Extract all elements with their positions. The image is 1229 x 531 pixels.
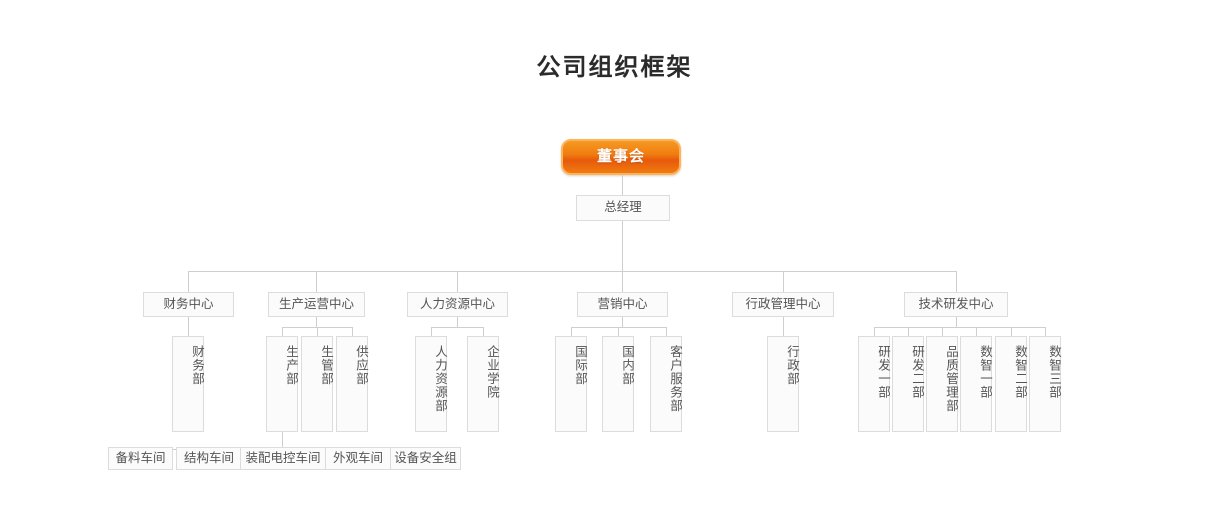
connector-hr-bus bbox=[431, 327, 484, 328]
node-dept-supply[interactable]: 供应部 bbox=[336, 336, 368, 432]
connector-production-down bbox=[316, 317, 317, 327]
connector-bus-to-center-5 bbox=[956, 271, 957, 292]
connector-gm-trunk bbox=[622, 221, 623, 271]
connector-production-dept-down bbox=[282, 432, 283, 449]
connector-bus-to-center-2 bbox=[457, 271, 458, 292]
connector-center-bus bbox=[188, 271, 956, 272]
node-center-admin[interactable]: 行政管理中心 bbox=[732, 292, 834, 317]
node-center-finance[interactable]: 财务中心 bbox=[143, 292, 234, 317]
connector-rd-to-dept-2 bbox=[942, 327, 943, 336]
connector-bus-to-center-3 bbox=[622, 271, 623, 292]
node-center-marketing[interactable]: 营销中心 bbox=[577, 292, 668, 317]
connector-rd-to-dept-4 bbox=[1011, 327, 1012, 336]
connector-hr-to-dept-0 bbox=[431, 327, 432, 336]
connector-rd-down bbox=[956, 317, 957, 327]
node-workshop-safety[interactable]: 设备安全组 bbox=[390, 447, 461, 470]
node-dept-customer-service[interactable]: 客户服务部 bbox=[650, 336, 682, 432]
node-dept-hr[interactable]: 人力资源部 bbox=[415, 336, 447, 432]
node-dept-domestic[interactable]: 国内部 bbox=[602, 336, 634, 432]
connector-marketing-to-dept-2 bbox=[666, 327, 667, 336]
connector-finance-down bbox=[188, 317, 189, 336]
node-center-hr[interactable]: 人力资源中心 bbox=[407, 292, 508, 317]
node-dept-finance[interactable]: 财务部 bbox=[172, 336, 204, 432]
node-dept-digital-1[interactable]: 数智一部 bbox=[960, 336, 992, 432]
node-dept-international[interactable]: 国际部 bbox=[555, 336, 587, 432]
node-dept-production[interactable]: 生产部 bbox=[266, 336, 298, 432]
node-dept-quality[interactable]: 品质管理部 bbox=[926, 336, 958, 432]
node-general-manager[interactable]: 总经理 bbox=[576, 195, 670, 221]
connector-production-to-dept-1 bbox=[317, 327, 318, 336]
node-dept-digital-3[interactable]: 数智三部 bbox=[1029, 336, 1061, 432]
node-workshop-assembly[interactable]: 装配电控车间 bbox=[240, 447, 326, 470]
node-dept-admin[interactable]: 行政部 bbox=[767, 336, 799, 432]
connector-marketing-to-dept-0 bbox=[571, 327, 572, 336]
connector-admin-down bbox=[783, 317, 784, 336]
connector-marketing-bus bbox=[571, 327, 667, 328]
node-center-rd[interactable]: 技术研发中心 bbox=[904, 292, 1008, 317]
node-dept-rd-1[interactable]: 研发一部 bbox=[858, 336, 890, 432]
node-workshop-structure[interactable]: 结构车间 bbox=[176, 447, 242, 470]
connector-bus-to-center-0 bbox=[188, 271, 189, 292]
node-workshop-appearance[interactable]: 外观车间 bbox=[325, 447, 391, 470]
node-dept-prod-management[interactable]: 生管部 bbox=[301, 336, 333, 432]
node-dept-rd-2[interactable]: 研发二部 bbox=[892, 336, 924, 432]
connector-rd-to-dept-0 bbox=[874, 327, 875, 336]
node-workshop-material[interactable]: 备料车间 bbox=[108, 447, 173, 470]
node-dept-academy[interactable]: 企业学院 bbox=[467, 336, 499, 432]
connector-rd-to-dept-5 bbox=[1045, 327, 1046, 336]
connector-bus-to-center-1 bbox=[316, 271, 317, 292]
node-dept-digital-2[interactable]: 数智二部 bbox=[995, 336, 1027, 432]
connector-production-to-dept-2 bbox=[352, 327, 353, 336]
page-title: 公司组织框架 bbox=[536, 54, 693, 81]
connector-marketing-to-dept-1 bbox=[618, 327, 619, 336]
node-board-of-directors[interactable]: 董事会 bbox=[561, 139, 681, 175]
connector-bus-to-center-4 bbox=[783, 271, 784, 292]
connector-rd-to-dept-3 bbox=[976, 327, 977, 336]
node-center-production[interactable]: 生产运营中心 bbox=[268, 292, 365, 317]
connector-hr-down bbox=[457, 317, 458, 327]
connector-rd-bus bbox=[874, 327, 1046, 328]
connector-production-to-dept-0 bbox=[282, 327, 283, 336]
connector-root-to-gm bbox=[622, 175, 623, 195]
connector-rd-to-dept-1 bbox=[908, 327, 909, 336]
connector-hr-to-dept-1 bbox=[483, 327, 484, 336]
connector-marketing-down bbox=[622, 317, 623, 327]
